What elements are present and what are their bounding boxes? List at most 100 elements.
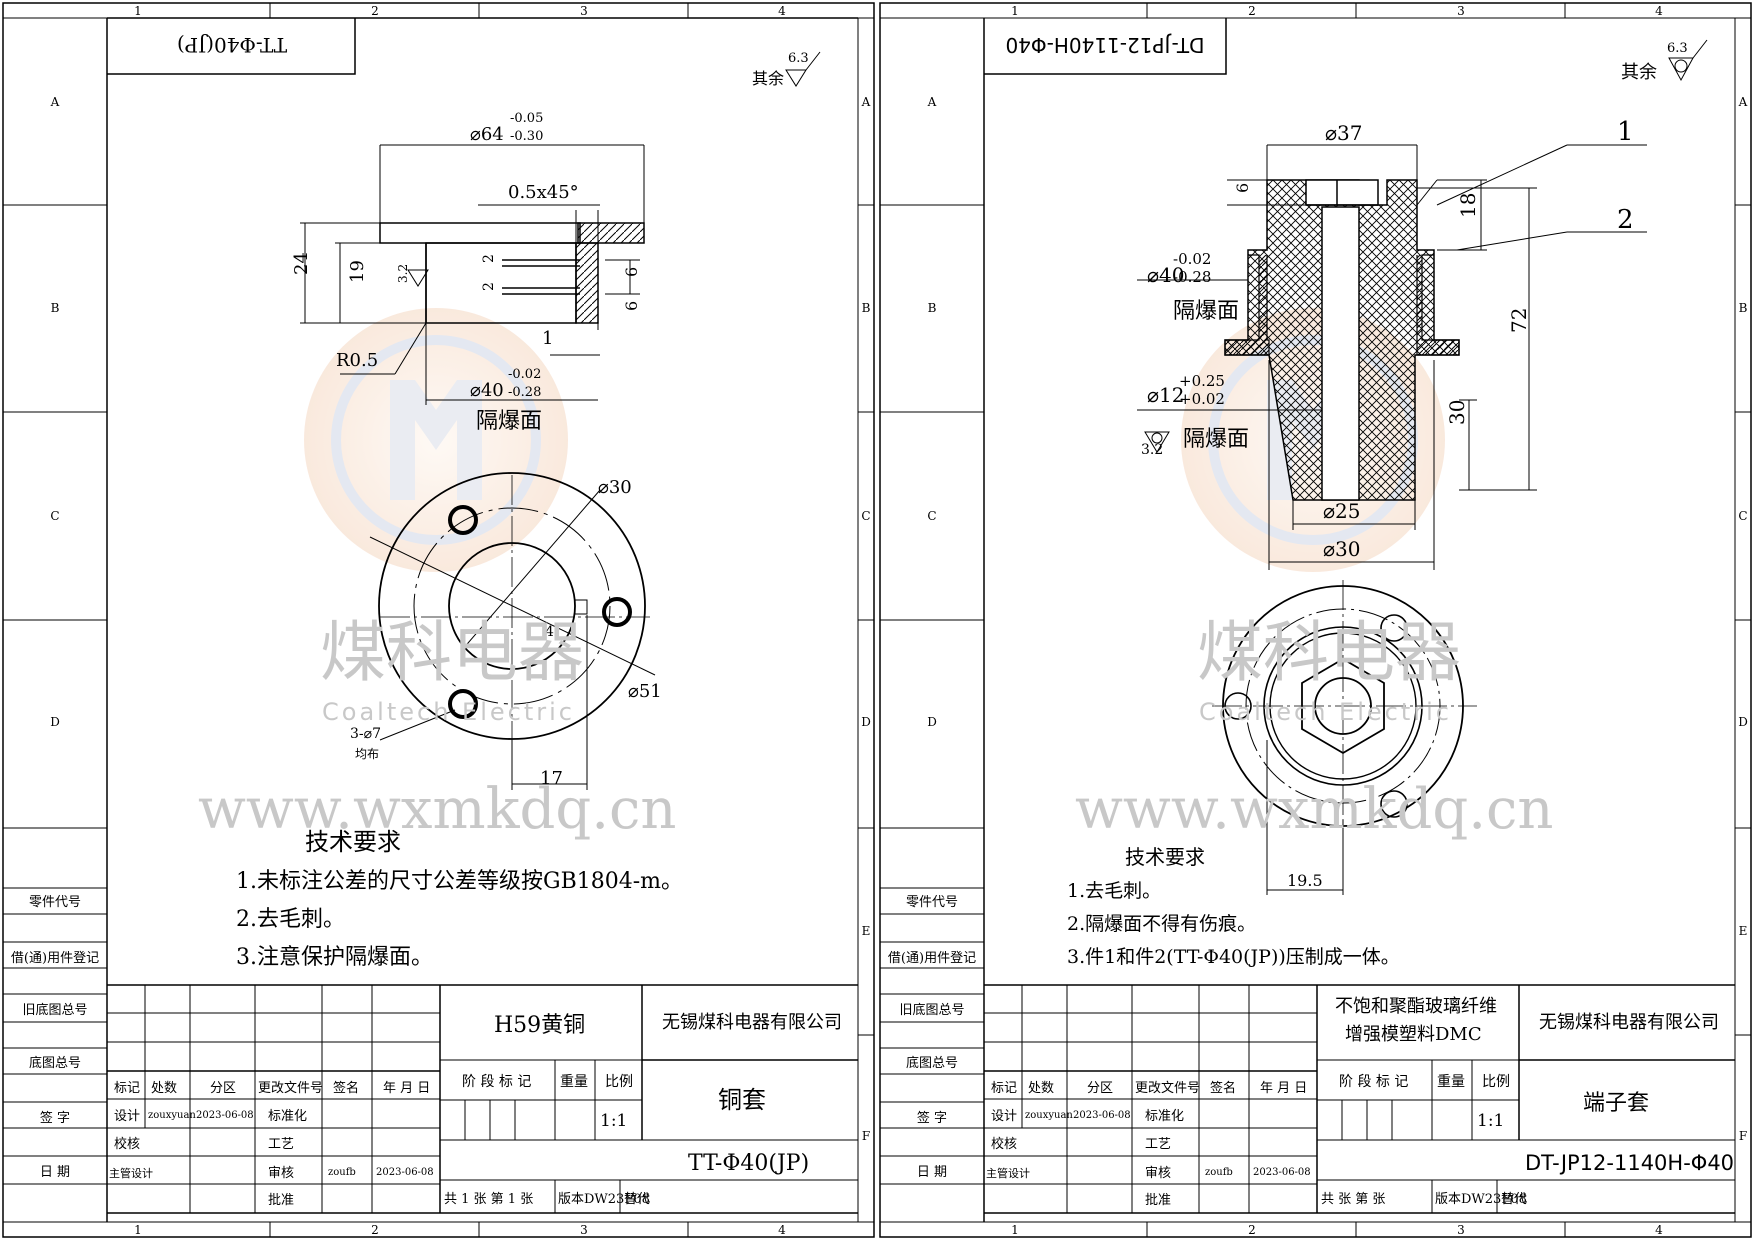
right-title-block-text: 不饱和聚酯玻璃纤维 增强模塑料DMC 无锡煤科电器有限公司 端子套 DT-JP1… bbox=[986, 996, 1734, 1208]
row-label-e-right: E bbox=[1739, 924, 1748, 938]
left-side-labels: 零件代号 借(通)用件登记 旧底图总号 底图总号 签 字 日 期 bbox=[11, 895, 99, 1180]
dim-r05: R0.5 bbox=[336, 350, 378, 371]
hdr-mark: 标记 bbox=[991, 1081, 1017, 1096]
row-chief: 主管设计 bbox=[109, 1166, 153, 1180]
row-label-b: B bbox=[51, 301, 60, 315]
dim-d12-tol-up: +0.25 bbox=[1179, 372, 1225, 390]
left-front-view bbox=[379, 210, 645, 330]
stage-label: 阶 段 标 记 bbox=[1339, 1074, 1408, 1090]
reviewer: zoufb bbox=[1205, 1167, 1233, 1178]
row-label-a-right: A bbox=[861, 95, 871, 109]
dim-holes-note: 均布 bbox=[355, 747, 379, 761]
watermark-brand-en: Coaltech Electric bbox=[1199, 698, 1452, 726]
left-title-block-lines bbox=[107, 984, 858, 1213]
side-label-borrowed: 借(通)用件登记 bbox=[11, 951, 99, 966]
reviewer: zoufb bbox=[328, 1167, 356, 1178]
col-label-4: 4 bbox=[1655, 4, 1663, 18]
row-label-d-right: D bbox=[1738, 715, 1748, 729]
row-label-c-right: C bbox=[861, 509, 870, 523]
hdr-zone: 分区 bbox=[210, 1081, 236, 1096]
left-top-view bbox=[369, 472, 656, 790]
right-roughness-other: 其余 6.3 bbox=[1621, 39, 1708, 83]
notes-title: 技术要求 bbox=[1125, 845, 1205, 869]
right-section-dims bbox=[1137, 144, 1647, 570]
roughness-other-label: 其余 bbox=[1621, 62, 1657, 83]
company: 无锡煤科电器有限公司 bbox=[662, 1012, 842, 1033]
bolt-hole-1 bbox=[448, 505, 478, 535]
designer: zouxyuan bbox=[1025, 1110, 1073, 1121]
col-label-1-bottom: 1 bbox=[134, 1223, 142, 1237]
process: 工艺 bbox=[1145, 1137, 1171, 1152]
dim-r32: 3.2 bbox=[396, 264, 410, 283]
dim-d37: ⌀37 bbox=[1325, 121, 1363, 145]
dim-r32: 3.2 bbox=[1141, 442, 1163, 458]
row-label-e-right: E bbox=[862, 924, 871, 938]
row-label-c-right: C bbox=[1738, 509, 1747, 523]
dim-d40-tol-lo: -0.28 bbox=[508, 385, 541, 400]
dim-face-bottom: 隔爆面 bbox=[1183, 427, 1249, 452]
right-tech-notes: 技术要求 1.去毛刺。 2.隔爆面不得有伤痕。 3.件1和件2(TT-Φ40(J… bbox=[1067, 845, 1400, 968]
part-name: 铜套 bbox=[718, 1086, 766, 1114]
left-stamp-box: TT-Φ40(JP) bbox=[107, 18, 356, 75]
dim-d12-tol-lo: +0.02 bbox=[1179, 390, 1225, 408]
col-label-1: 1 bbox=[1011, 4, 1019, 18]
left-stamp-text: TT-Φ40(JP) bbox=[177, 33, 287, 57]
scale-value: 1:1 bbox=[600, 1111, 627, 1131]
row-chief: 主管设计 bbox=[986, 1166, 1030, 1180]
watermark-text-right: 煤科电器 Coaltech Electric www.wxmkdq.cn bbox=[1075, 614, 1553, 842]
material: H59黄铜 bbox=[494, 1013, 585, 1038]
right-drawing-sheet: 1 2 3 4 1 2 3 4 A B C D A B C D E F 零件代号… bbox=[877, 0, 1754, 1240]
right-title-block-lines bbox=[984, 984, 1735, 1213]
right-drawing-svg: 1 2 3 4 1 2 3 4 A B C D A B C D E F 零件代号… bbox=[879, 2, 1752, 1238]
side-label-date: 日 期 bbox=[40, 1165, 70, 1180]
left-top-dim-text: ⌀30 ⌀51 4 3-⌀7 均布 17 bbox=[350, 477, 662, 789]
right-frame bbox=[879, 2, 1752, 1238]
left-drawing-sheet: 1 2 3 4 1 2 3 4 A B C D A B C D E F 零件代号… bbox=[0, 0, 877, 1240]
left-grid-labels: 1 2 3 4 1 2 3 4 A B C D A B C D E F bbox=[50, 4, 871, 1237]
col-label-3-bottom: 3 bbox=[580, 1223, 588, 1237]
designer: zouxyuan bbox=[148, 1110, 196, 1121]
left-front-dims bbox=[300, 144, 645, 405]
col-label-1-bottom: 1 bbox=[1011, 1223, 1019, 1237]
watermark-url: www.wxmkdq.cn bbox=[198, 777, 676, 842]
side-label-borrowed: 借(通)用件登记 bbox=[888, 951, 976, 966]
row-label-b-right: B bbox=[862, 301, 871, 315]
watermark-logo-left bbox=[304, 308, 568, 572]
replace: 替代 bbox=[1501, 1192, 1527, 1207]
note-2: 2.隔爆面不得有伤痕。 bbox=[1067, 913, 1256, 935]
review: 审核 bbox=[268, 1166, 294, 1181]
dim-d30: ⌀30 bbox=[1323, 537, 1361, 561]
note-2: 2.去毛刺。 bbox=[236, 907, 345, 932]
left-title-block-text: H59黄铜 无锡煤科电器有限公司 铜套 TT-Φ40(JP) 阶 段 标 记 重… bbox=[109, 1012, 842, 1208]
approve: 批准 bbox=[268, 1193, 294, 1208]
right-section-dim-text: ⌀37 1 2 6 18 ⌀40 -0.02 -0.28 隔爆面 72 ⌀12 … bbox=[1141, 117, 1634, 561]
material-line-1: 不饱和聚酯玻璃纤维 bbox=[1335, 996, 1497, 1017]
standardization: 标准化 bbox=[268, 1109, 307, 1124]
dim-face-label: 隔爆面 bbox=[476, 409, 542, 434]
dim-h6: 6 bbox=[1233, 183, 1252, 193]
note-1: 1.去毛刺。 bbox=[1067, 880, 1161, 902]
dim-d25: ⌀25 bbox=[1323, 499, 1361, 523]
review-date: 2023-06-08 bbox=[1253, 1167, 1311, 1178]
row-label-b-right: B bbox=[1739, 301, 1748, 315]
left-frame bbox=[2, 2, 875, 1238]
side-label-signature: 签 字 bbox=[40, 1110, 70, 1126]
row-check: 校核 bbox=[991, 1136, 1017, 1152]
bolt-hole-3 bbox=[1380, 790, 1408, 818]
hdr-count: 处数 bbox=[1028, 1081, 1054, 1096]
watermark-brand-en: Coaltech Electric bbox=[322, 698, 575, 726]
row-design: 设计 bbox=[114, 1109, 140, 1124]
version: 版本DW23F08 bbox=[558, 1192, 650, 1207]
pitch-circle bbox=[413, 507, 611, 705]
left-roughness-other: 其余 6.3 bbox=[752, 51, 821, 88]
dim-key4: 4 bbox=[545, 624, 554, 640]
dim-d40-tol-up: -0.02 bbox=[508, 367, 541, 382]
standardization: 标准化 bbox=[1145, 1109, 1184, 1124]
dim-w1: 1 bbox=[542, 328, 553, 349]
review-date: 2023-06-08 bbox=[376, 1167, 434, 1178]
col-label-4-bottom: 4 bbox=[1655, 1223, 1663, 1237]
dim-h72: 72 bbox=[1507, 308, 1531, 333]
row-label-a: A bbox=[50, 95, 60, 109]
dim-w17: 17 bbox=[540, 768, 563, 789]
note-3: 3.注意保护隔爆面。 bbox=[236, 945, 433, 970]
